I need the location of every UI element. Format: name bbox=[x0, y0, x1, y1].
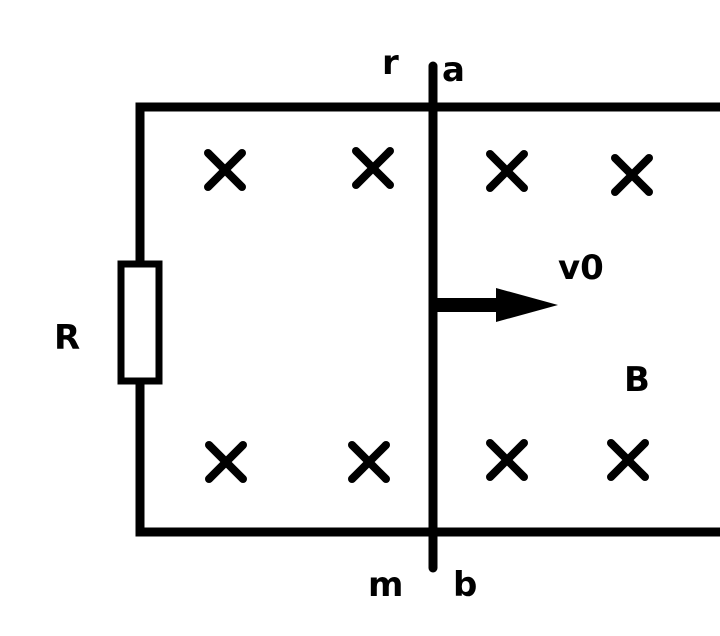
magnetic-field-marks bbox=[204, 147, 653, 483]
field-cross bbox=[352, 147, 394, 189]
circuit-frame-lower bbox=[135, 381, 720, 537]
field-cross bbox=[348, 441, 390, 483]
label-field: B bbox=[624, 360, 650, 400]
field-cross bbox=[607, 439, 649, 481]
field-cross bbox=[205, 441, 247, 483]
resistor bbox=[117, 260, 163, 385]
label-a: a bbox=[442, 50, 465, 90]
circuit-frame bbox=[135, 102, 720, 264]
velocity-arrow bbox=[433, 288, 558, 322]
label-resistor: R bbox=[54, 318, 80, 358]
field-cross bbox=[204, 149, 246, 191]
label-r: r bbox=[382, 43, 399, 83]
field-cross bbox=[611, 154, 653, 196]
label-m: m bbox=[368, 565, 403, 605]
label-velocity: v0 bbox=[558, 248, 604, 288]
label-b: b bbox=[453, 565, 477, 605]
field-cross bbox=[486, 439, 528, 481]
field-cross bbox=[486, 150, 528, 192]
